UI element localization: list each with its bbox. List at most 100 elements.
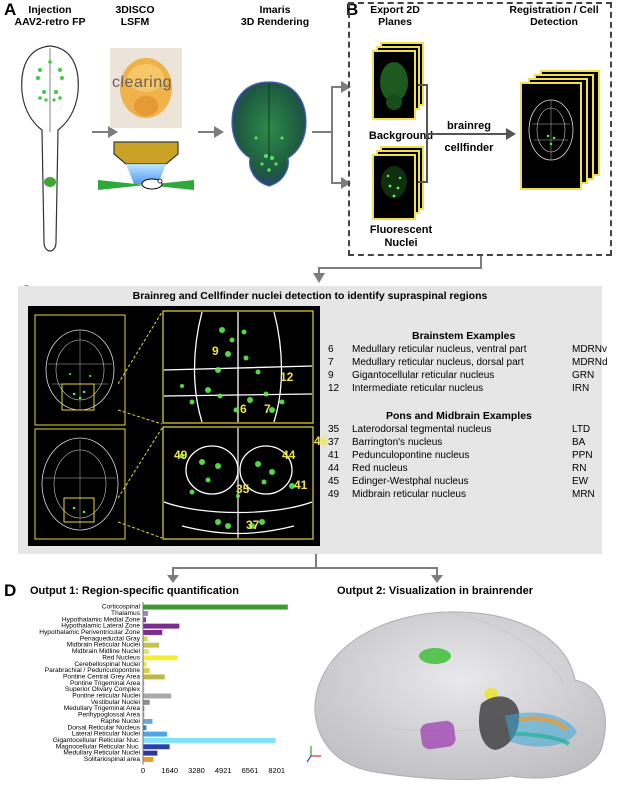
region-name: Medullary reticular nucleus, ventral par… [352, 344, 527, 355]
region-bar [143, 757, 154, 762]
pons-heading: Pons and Midbrain Examples [386, 410, 532, 422]
region-bar [143, 718, 153, 724]
midbrain-zoom-image [162, 426, 314, 540]
panel-letter-a: A [4, 0, 17, 19]
region-name: Midbrain reticular nucleus [352, 489, 466, 500]
region-bar [143, 604, 288, 610]
region-abbreviation: MDRNv [572, 344, 607, 355]
lsfm-microscope-illustration [98, 141, 194, 190]
region-abbreviation: IRN [572, 383, 590, 394]
region-abbreviation: BA [572, 437, 586, 448]
x-tick-label: 1640 [161, 766, 178, 775]
region-number: 41 [328, 450, 340, 461]
imaris-title: Imaris 3D Rendering [240, 4, 310, 28]
region-bar [143, 668, 150, 674]
region-name: Edinger-Westphal nucleus [352, 476, 469, 487]
zoom-label-45: 45 [314, 434, 328, 448]
region-abbreviation: MRN [572, 489, 595, 500]
region-abbreviation: EW [572, 476, 589, 487]
zoom-label-6: 6 [240, 402, 247, 416]
region-number: 45 [328, 476, 340, 487]
background-plane-stack [372, 50, 416, 120]
category-label: Magnocellular Reticular Nuc. [56, 743, 140, 750]
category-label: Red Nucleus [102, 654, 140, 661]
category-label: Superior Olivary Complex [65, 686, 141, 693]
region-bar [143, 737, 276, 743]
background-label: Background [368, 130, 434, 142]
category-label: Hypothalamic Medial Zone [62, 616, 140, 623]
category-label: Periaqueductal Gray [80, 635, 141, 642]
output1-title: Output 1: Region-specific quantification [30, 585, 239, 597]
brainstem-zoom-image [162, 310, 314, 424]
detection-image-panel: 9 12 6 7 45 44 49 35 41 37 [28, 306, 327, 546]
region-bar [143, 680, 145, 686]
panel-letter-d: D [4, 581, 17, 600]
x-tick-label: 3280 [188, 766, 205, 775]
region-bar [143, 731, 168, 737]
fluorescent-nuclei-label: Fluorescent Nuclei [369, 224, 433, 249]
clearing-label: clearing [112, 74, 173, 91]
region-number: 49 [328, 489, 340, 500]
injection-title: Injection AAV2-retro FP [14, 4, 86, 28]
region-bar [143, 744, 170, 750]
region-bar [143, 750, 158, 756]
region-name: Laterodorsal tegmental nucleus [352, 424, 492, 435]
zoom-label-49: 49 [174, 448, 188, 462]
region-bar [143, 649, 149, 654]
category-label: Hypothalamic Lateral Zone [61, 623, 140, 630]
category-label: Medullary Reticular Nuclei [63, 750, 140, 757]
region-name: Gigantocellular reticular nucleus [352, 370, 495, 381]
category-label: Lateral Reticular Nuclei [72, 731, 141, 738]
region-name: Pedunculopontine nucleus [352, 450, 470, 461]
region-bar [143, 642, 159, 648]
category-label: Pontine reticular Nuclei [72, 693, 140, 700]
region-name: Barrington's nucleus [352, 437, 443, 448]
region-name: Intermediate reticular nucleus [352, 383, 484, 394]
category-label: Perihypoglossal Area [78, 712, 140, 719]
category-label: Midbrain Reticular Nuclei [67, 642, 141, 649]
brainreg-label: brainreg [446, 120, 491, 132]
category-label: Thalamus [111, 610, 141, 617]
region-abbreviation: RN [572, 463, 587, 474]
region-abbreviation: PPN [572, 450, 593, 461]
region-bar [143, 725, 147, 731]
cleared-brain-photo [110, 48, 182, 128]
category-label: Midbrain Midline Nuclei [72, 648, 141, 655]
mouse-cns-illustration [21, 45, 79, 252]
category-label: Gigantocellular Reticular Nuc. [53, 737, 140, 744]
imaris-3d-brain-render [231, 81, 307, 187]
region-number: 35 [328, 424, 340, 435]
category-label: Parabrachial / Pedunculopontine [45, 667, 141, 674]
region-number: 6 [328, 344, 334, 355]
region-bar [143, 699, 150, 705]
midbrain-section-thumbnail [34, 428, 126, 540]
region-bar [143, 630, 163, 635]
region-bar [143, 706, 145, 712]
lsfm-title: 3DISCO LSFM [115, 4, 155, 28]
region-name: Red nucleus [352, 463, 408, 474]
category-label: Dorsal Reticular Nucleus [67, 724, 140, 731]
region-abbreviation: MDRNd [572, 357, 608, 368]
category-label: Corticospinal [102, 604, 141, 611]
region-bar [143, 674, 165, 680]
category-label: Vestibular Nuclei [91, 699, 141, 706]
export-planes-title: Export 2D Planes [370, 4, 420, 28]
region-number: 9 [328, 370, 334, 381]
zoom-label-12: 12 [280, 370, 294, 384]
category-label: Hypothalamic Periventricular Zone [39, 629, 140, 636]
x-tick-label: 0 [141, 766, 145, 775]
region-number: 44 [328, 463, 340, 474]
zoom-label-37: 37 [246, 518, 260, 532]
zoom-label-7: 7 [264, 402, 271, 416]
output2-title: Output 2: Visualization in brainrender [337, 585, 533, 597]
zoom-label-35: 35 [236, 482, 250, 496]
panel-b-frame [348, 2, 612, 256]
fluorescent-plane-stack [372, 154, 416, 220]
brainrender-visualization [306, 611, 606, 780]
category-label: Raphe Nuclei [100, 718, 140, 725]
region-name: Medullary reticular nucleus, dorsal part [352, 357, 524, 368]
zoom-label-9: 9 [212, 344, 219, 358]
region-abbreviation: GRN [572, 370, 595, 381]
